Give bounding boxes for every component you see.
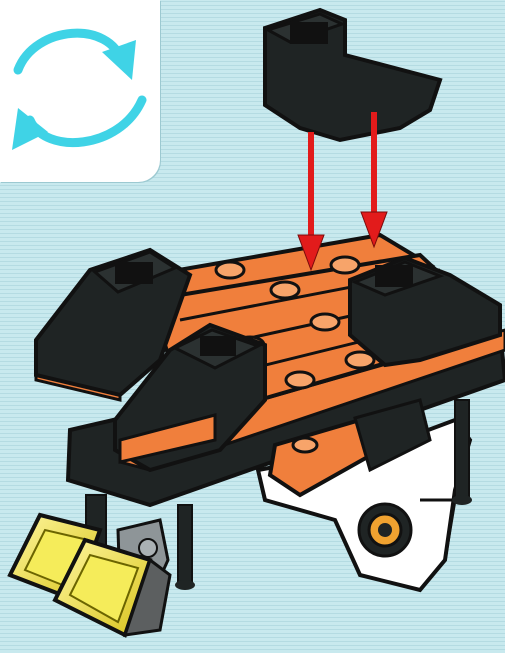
round-wheel-piece bbox=[359, 504, 411, 556]
new-black-slope-brick bbox=[265, 10, 440, 140]
